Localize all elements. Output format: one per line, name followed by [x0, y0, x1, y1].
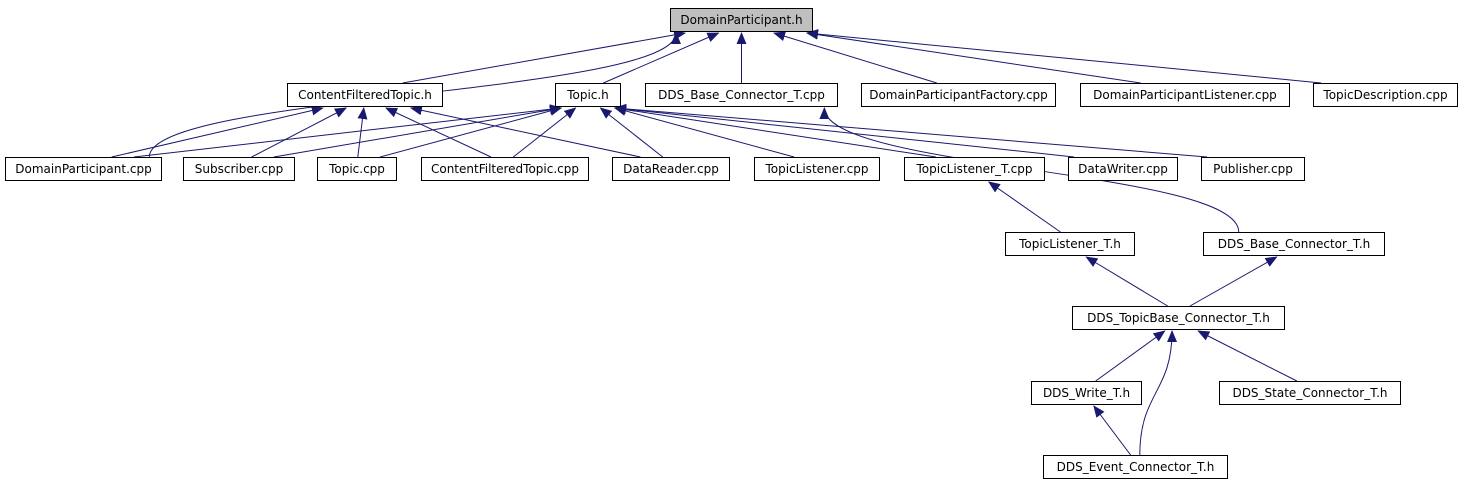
edge-dpl_cpp-to-dp_h — [806, 29, 1141, 84]
node-topicdescription-cpp[interactable]: TopicDescription.cpp — [1313, 83, 1458, 107]
edge-dw_cpp-to-topic_h — [614, 104, 1075, 158]
edge-cft_cpp-to-topic_h — [512, 107, 577, 158]
node-subscriber-cpp[interactable]: Subscriber.cpp — [183, 157, 295, 181]
edge-dpf_cpp-to-dp_h — [773, 31, 937, 84]
edge-dr_cpp-to-cft_h — [409, 105, 641, 158]
edge-topic_h-to-dp_h — [603, 32, 720, 84]
edge-dds_topicbase_h-to-tlt_h — [1085, 256, 1168, 307]
edge-td_cpp-to-dp_h — [806, 29, 1322, 84]
edge-dds_topicbase_h-to-dds_base_h — [1189, 256, 1278, 307]
node-topic-cpp[interactable]: Topic.cpp — [317, 157, 397, 181]
node-dds-state-connector-t-h[interactable]: DDS_State_Connector_T.h — [1219, 381, 1401, 405]
node-topiclistener-cpp[interactable]: TopicListener.cpp — [754, 157, 880, 181]
node-domainparticipantfactory-cpp[interactable]: DomainParticipantFactory.cpp — [861, 83, 1056, 107]
edge-cft_cpp-to-cft_h — [385, 107, 492, 158]
edge-cft_h-to-dp_h — [402, 29, 687, 84]
node-domainparticipant-h: DomainParticipant.h — [670, 8, 813, 32]
edge-dr_cpp-to-topic_h — [599, 107, 664, 158]
node-datawriter-cpp[interactable]: DataWriter.cpp — [1068, 157, 1178, 181]
edge-dds_write_h-to-dds_topicbase_h — [1095, 330, 1166, 382]
edge-dp_cpp-to-cft_h — [111, 105, 324, 158]
node-dds-topicbase-connector-t-h[interactable]: DDS_TopicBase_Connector_T.h — [1072, 306, 1285, 330]
edge-dds_event_h-to-dds_topicbase_h — [1139, 330, 1178, 456]
node-topic-h[interactable]: Topic.h — [555, 83, 621, 107]
edge-topic_cpp-to-cft_h — [357, 107, 368, 158]
node-contentfilteredtopic-cpp[interactable]: ContentFilteredTopic.cpp — [421, 157, 589, 181]
edge-topic_cpp-to-topic_h — [379, 106, 562, 158]
edge-dds_state_h-to-dds_topicbase_h — [1197, 330, 1298, 382]
edge-tlt_cpp-to-topic_h — [614, 104, 936, 158]
node-dds-write-t-h[interactable]: DDS_Write_T.h — [1031, 381, 1142, 405]
edge-sub_cpp-to-cft_h — [251, 107, 347, 158]
node-topiclistener-t-cpp[interactable]: TopicListener_T.cpp — [904, 157, 1045, 181]
node-topiclistener-t-h[interactable]: TopicListener_T.h — [1005, 232, 1135, 256]
edge-dp_cpp-to-topic_h — [133, 104, 562, 158]
node-domainparticipant-cpp[interactable]: DomainParticipant.cpp — [5, 157, 162, 181]
node-dds-base-connector-t-h[interactable]: DDS_Base_Connector_T.h — [1203, 232, 1385, 256]
edge-tl_cpp-to-topic_h — [614, 106, 795, 158]
edge-pub_cpp-to-topic_h — [614, 103, 1208, 158]
edge-tlt_h-to-tlt_cpp — [988, 181, 1061, 233]
node-publisher-cpp[interactable]: Publisher.cpp — [1201, 157, 1305, 181]
node-dds-event-connector-t-h[interactable]: DDS_Event_Connector_T.h — [1043, 455, 1228, 479]
node-datareader-cpp[interactable]: DataReader.cpp — [612, 157, 730, 181]
edge-sub_cpp-to-topic_h — [273, 104, 562, 158]
node-dds-base-connector-t-cpp[interactable]: DDS_Base_Connector_T.cpp — [645, 83, 838, 107]
node-contentfilteredtopic-h[interactable]: ContentFilteredTopic.h — [287, 83, 443, 107]
node-domainparticipantlistener-cpp[interactable]: DomainParticipantListener.cpp — [1080, 83, 1290, 107]
edge-dds_event_h-to-dds_write_h — [1093, 405, 1131, 456]
